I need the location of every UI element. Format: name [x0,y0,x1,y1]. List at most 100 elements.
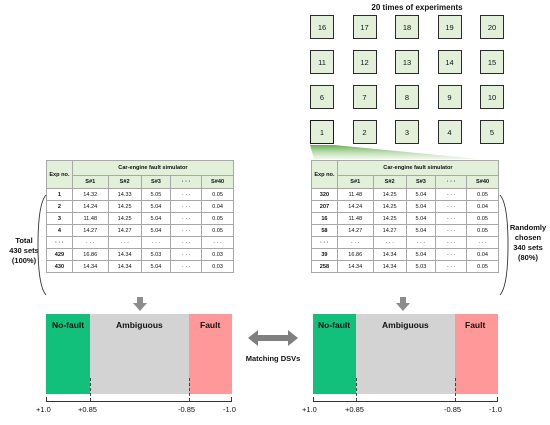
cell: · · · [466,236,499,249]
cell: 5.04 [405,248,437,261]
cell: 0.03 [201,260,234,273]
left-axis-line [46,401,232,402]
total-sets-label: Total 430 sets (100%) [4,236,44,266]
cell: · · · [336,236,374,249]
cell: · · · [435,248,468,261]
ambiguous-label: Ambiguous [116,320,163,330]
table-row: 16 11.48 14.25 5.04 · · · 0.05 [311,212,499,225]
cell: 14.25 [372,212,407,225]
table-row: 4 14.27 14.27 5.04 · · · 0.05 [46,224,234,237]
experiment-cell: 4 [437,120,462,144]
cell: 14.27 [107,224,142,237]
cell: 14.34 [107,260,142,273]
column-header: · · · [435,175,468,189]
axis-tick [497,397,498,402]
left-data-table: Exp no. Car-engine fault simulator S#1 S… [46,160,235,273]
cell: 14.27 [336,224,374,237]
cell: 14.25 [372,200,407,213]
cell: · · · [71,236,109,249]
axis-tick [46,397,47,402]
experiment-cell: 16 [310,15,334,39]
cell: 14.34 [71,260,109,273]
cell: 5.04 [405,200,437,213]
table-row: 1 14.32 14.33 5.05 · · · 0.05 [46,188,234,201]
cell: · · · [170,212,203,225]
tick-label: -1.0 [489,405,502,414]
right-dsv-bar: No-fault Ambiguous Fault [313,314,498,394]
expansion-wedge-shape [310,145,480,159]
cell: · · · [435,236,468,249]
cell: 0.05 [466,224,499,237]
right-brace [499,194,509,296]
cell: 5.04 [140,260,172,273]
experiment-cell: 3 [395,120,419,144]
experiments-grid: 16 17 18 19 20 11 12 13 14 15 6 7 8 9 10… [310,15,504,145]
threshold-dash [189,378,190,401]
threshold-dash [455,378,456,401]
fault-label: Fault [465,320,486,330]
matching-dsvs-label: Matching DSVs [245,354,301,363]
cell: · · · [170,236,203,249]
experiment-cell: 5 [480,120,504,144]
chosen-label-line: Randomly [509,223,547,232]
randomly-chosen-label: Randomly chosen 340 sets (80%) [506,223,550,263]
column-header: S#40 [201,175,234,189]
no-fault-label: No-fault [52,320,85,330]
tick-label: +1.0 [36,405,51,414]
tick-label: +0.85 [78,405,97,414]
row-id: 39 [311,248,338,261]
total-label-line: Total [15,236,33,245]
left-down-arrow-icon [133,297,147,311]
right-data-table: Exp no. Car-engine fault simulator S#1 S… [311,160,500,273]
cell: 0.04 [466,248,499,261]
experiment-cell: 8 [395,85,419,109]
ambiguous-label: Ambiguous [382,320,429,330]
cell: · · · [435,188,468,201]
experiment-cell: 14 [437,50,462,74]
cell: 14.25 [107,212,142,225]
no-fault-label: No-fault [318,320,351,330]
table-row: 429 16.86 14.34 5.03 · · · 0.03 [46,248,234,261]
tick-label: -1.0 [223,405,236,414]
cell: 5.05 [140,188,172,201]
cell: · · · [372,236,407,249]
table-row: 39 16.86 14.34 5.04 · · · 0.04 [311,248,499,261]
cell: 0.04 [466,200,499,213]
cell: 14.24 [336,200,374,213]
cell: · · · [170,200,203,213]
cell: 14.34 [372,260,407,273]
cell: 14.24 [71,200,109,213]
threshold-dash [90,378,91,401]
row-id: 430 [46,260,73,273]
cell: 5.04 [405,212,437,225]
cell: 0.05 [201,188,234,201]
axis-tick [313,397,314,402]
column-header: S#2 [372,175,407,189]
experiment-cell: 17 [352,15,377,39]
cell: · · · [435,224,468,237]
table-row: 3 11.48 14.25 5.04 · · · 0.05 [46,212,234,225]
experiments-title: 20 times of experiments [371,3,463,12]
cell: 0.05 [466,188,499,201]
table-row: 58 14.27 14.27 5.04 · · · 0.05 [311,224,499,237]
cell: 5.04 [405,224,437,237]
cell: 0.04 [201,200,234,213]
table-row: 258 14.34 14.34 5.03 · · · 0.05 [311,260,499,273]
exp-no-header: Exp no. [46,160,73,189]
double-arrow-icon [248,330,298,346]
threshold-dash [356,378,357,401]
column-header: S#3 [405,175,437,189]
table-row: 2 14.24 14.25 5.04 · · · 0.04 [46,200,234,213]
right-down-arrow-icon [396,297,410,311]
row-id: 3 [46,212,73,225]
cell: 11.48 [71,212,109,225]
cell: 14.25 [107,200,142,213]
no-fault-region [313,314,356,394]
cell: · · · [170,188,203,201]
group-header: Car-engine fault simulator [336,160,500,176]
ambiguous-region [90,314,189,394]
cell: · · · [170,260,203,273]
cell: 14.25 [372,188,407,201]
cell: 14.27 [372,224,407,237]
